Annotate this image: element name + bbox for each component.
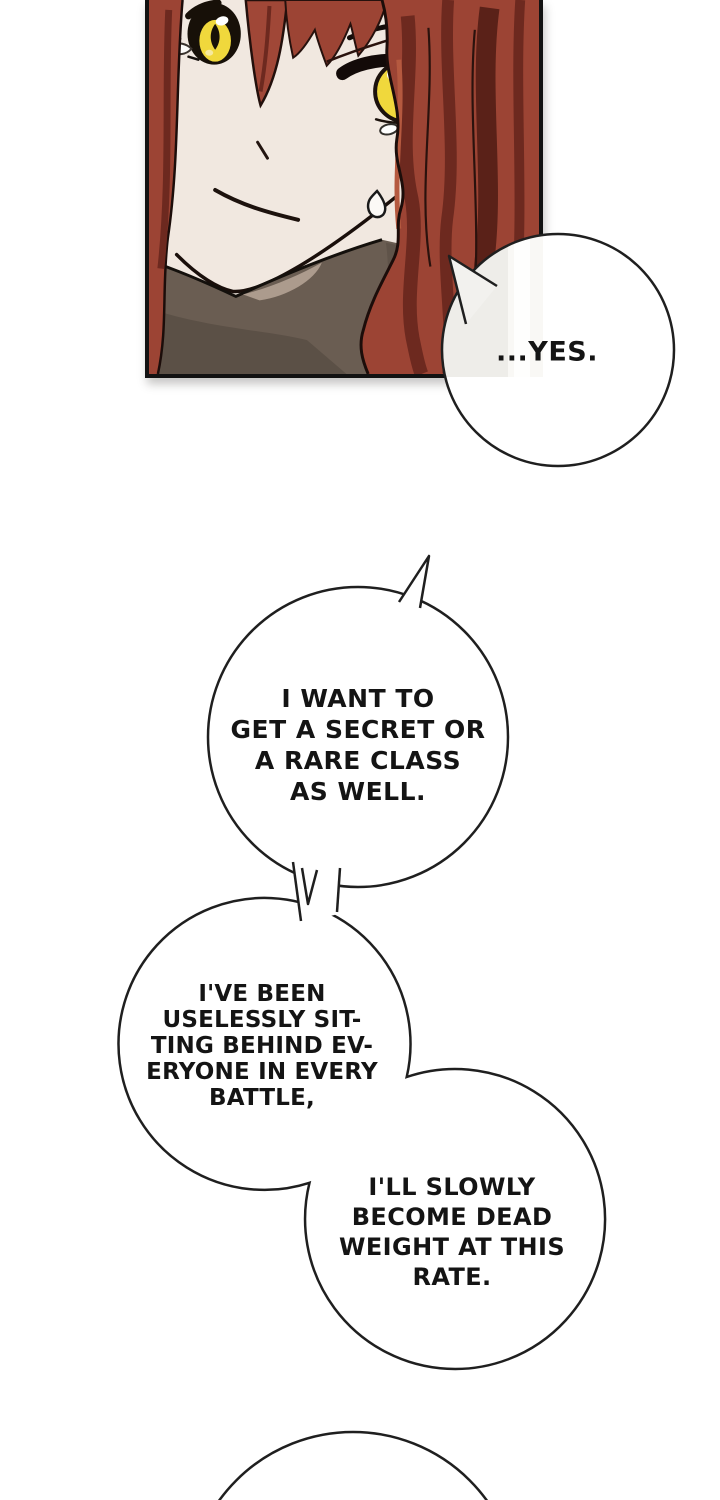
speech-line: WEIGHT AT THIS: [338, 1233, 566, 1261]
speech-line: USELESSLY SIT-: [162, 1007, 362, 1033]
speech-line: GET A SECRET OR: [230, 715, 486, 744]
nose: [256, 140, 269, 160]
speech-text-yes: ...YES.: [496, 336, 598, 368]
speech-bubble-battle-weight: [117, 896, 607, 1371]
speech-line: I WANT TO: [281, 684, 435, 713]
speech-line: BECOME DEAD: [351, 1203, 553, 1231]
character-face-art: [149, 0, 539, 374]
speech-tail: [397, 554, 431, 609]
speech-line: ERYONE IN EVERY: [146, 1059, 378, 1085]
left-eye: [185, 0, 241, 65]
speech-bubble-yes: [440, 232, 676, 468]
speech-text-weight: I'LL SLOWLY BECOME DEAD WEIGHT AT THIS R…: [339, 1172, 565, 1292]
speech-text-secret: I WANT TO GET A SECRET OR A RARE CLASS A…: [231, 683, 486, 807]
speech-bubble-partial: [218, 1430, 488, 1500]
bubble-connector: [291, 860, 342, 924]
speech-bubble-secret: [206, 554, 510, 889]
speech-line: A RARE CLASS: [254, 746, 462, 775]
speech-line: TING BEHIND EV-: [150, 1033, 374, 1059]
speech-line: RATE.: [412, 1263, 492, 1291]
speech-line: I'LL SLOWLY: [368, 1173, 536, 1201]
mouth: [213, 187, 301, 222]
sweat-drop: [366, 189, 387, 219]
comic-panel: [145, 0, 543, 378]
speech-line: AS WELL.: [289, 777, 427, 806]
speech-line: BATTLE,: [209, 1085, 315, 1111]
speech-tail: [447, 254, 498, 325]
speech-line: I'VE BEEN: [198, 981, 326, 1007]
speech-text-battle: I'VE BEEN USELESSLY SIT- TING BEHIND EV-…: [146, 981, 378, 1111]
